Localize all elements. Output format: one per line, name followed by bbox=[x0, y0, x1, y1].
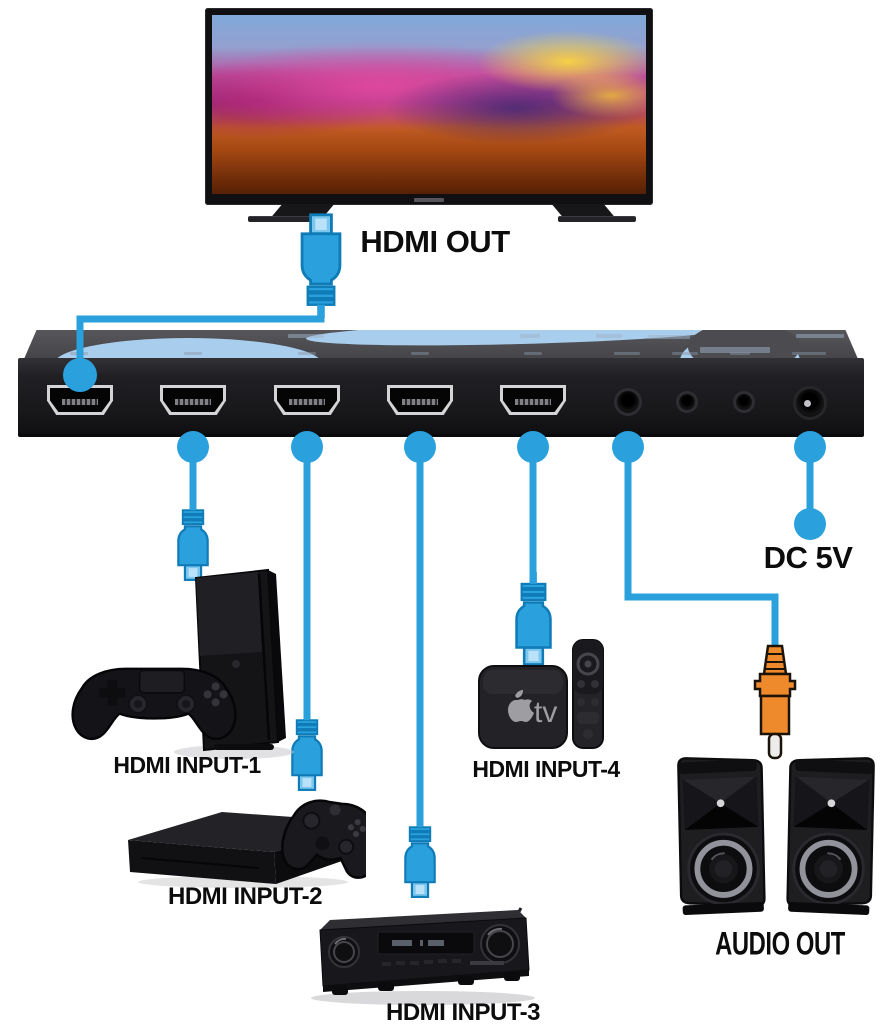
hdmi-plug-input-3-icon bbox=[404, 816, 436, 898]
hdmi-plug-input-1-icon bbox=[177, 499, 209, 581]
audio-jack-3.5mm bbox=[614, 388, 642, 416]
port-label-mark bbox=[524, 352, 542, 355]
port-label-mark bbox=[184, 352, 202, 355]
engraving-mark bbox=[288, 334, 324, 338]
spdif-jack bbox=[676, 391, 698, 413]
connector-dot bbox=[794, 508, 826, 540]
cable-hdmi-out bbox=[76, 300, 325, 372]
hdmi-input-port-4 bbox=[500, 385, 566, 415]
switcher-top-face bbox=[24, 330, 858, 359]
dc-power-label: DC 5V bbox=[763, 540, 853, 575]
connector-dot bbox=[177, 431, 209, 463]
logo-swoosh-large bbox=[54, 338, 322, 359]
engraving-mark bbox=[520, 334, 540, 338]
engraving-mark bbox=[596, 334, 622, 338]
hdmi-input-1-label: HDMI INPUT-1 bbox=[113, 752, 261, 778]
hdmi-input-port-3 bbox=[387, 385, 453, 415]
hdmi-port-pins bbox=[62, 399, 98, 405]
hdmi-plug-out-icon bbox=[300, 213, 342, 318]
av-receiver bbox=[311, 907, 535, 1005]
connector-dot bbox=[291, 431, 323, 463]
tv-right-foot bbox=[558, 217, 636, 222]
xbox-console bbox=[128, 799, 366, 888]
tv bbox=[205, 8, 653, 205]
apple-logo-icon bbox=[508, 690, 534, 722]
engraving-mark-model bbox=[796, 334, 844, 338]
dc-jack-pin bbox=[804, 400, 811, 407]
apple-tv: tv bbox=[478, 639, 604, 749]
ps4-controller bbox=[71, 667, 237, 741]
connector-dot bbox=[404, 431, 436, 463]
hdmi-input-4-label: HDMI INPUT-4 bbox=[472, 756, 620, 782]
hdmi-out-label: HDMI OUT bbox=[360, 224, 510, 259]
hdmi-input-2-label: HDMI INPUT-2 bbox=[167, 883, 323, 910]
tv-brand-logo bbox=[414, 198, 444, 202]
hdmi-plug-input-2-icon bbox=[291, 709, 323, 791]
port-label-mark bbox=[411, 352, 429, 355]
hdmi-plug-input-4-icon bbox=[515, 572, 552, 666]
port-label-mark bbox=[792, 352, 826, 355]
connector-dot bbox=[794, 431, 826, 463]
connector-dot bbox=[63, 358, 97, 392]
hdmi-port-pins bbox=[289, 399, 325, 405]
audio-out-label: AUDIO OUT bbox=[715, 925, 845, 962]
xbox-controller bbox=[281, 799, 366, 879]
tv-screen-image bbox=[212, 15, 646, 194]
hdmi-input-port-1 bbox=[160, 385, 226, 415]
ir-jack bbox=[733, 391, 755, 413]
ps4-console bbox=[71, 568, 294, 759]
speaker-left bbox=[677, 757, 766, 915]
port-label-mark bbox=[672, 352, 698, 355]
connector-dot bbox=[517, 431, 549, 463]
speaker-right bbox=[786, 757, 875, 915]
cable-audio bbox=[624, 448, 779, 650]
siri-remote bbox=[572, 639, 604, 749]
engraving-mark bbox=[648, 335, 690, 339]
hdmi-input-port-2 bbox=[274, 385, 340, 415]
hdmi-port-pins bbox=[402, 399, 438, 405]
hdmi-input-3-label: HDMI INPUT-3 bbox=[385, 999, 541, 1024]
connector-dot bbox=[612, 431, 644, 463]
logo-swoosh-crescent-cut bbox=[688, 330, 800, 359]
hdmi-port-pins bbox=[175, 399, 211, 405]
hdmi-port-pins bbox=[515, 399, 551, 405]
dc-power-jack bbox=[793, 386, 827, 420]
tv-left-foot bbox=[248, 217, 326, 222]
engraving-mark-brand bbox=[700, 347, 770, 353]
port-label-mark bbox=[298, 352, 316, 355]
port-label-mark bbox=[614, 352, 640, 355]
rca-plug-icon bbox=[753, 642, 797, 760]
apple-tv-logo-text: tv bbox=[534, 696, 557, 729]
port-label-mark bbox=[730, 352, 750, 355]
